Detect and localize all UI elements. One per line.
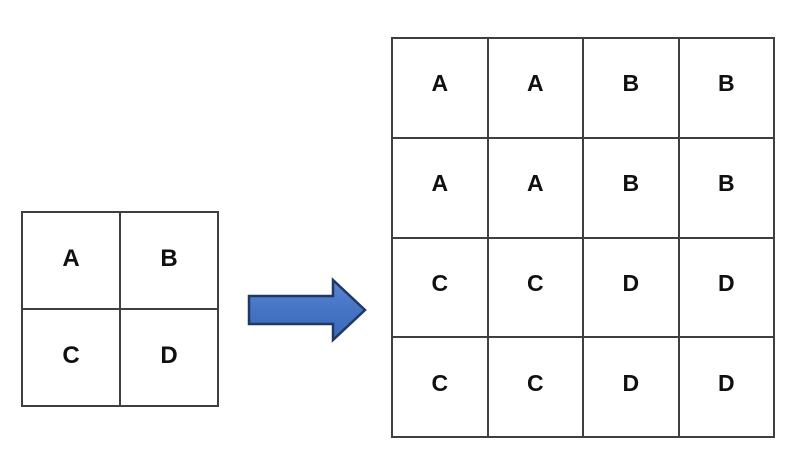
result-cell-r1c3: B <box>679 138 775 239</box>
arrow-shape <box>247 277 367 343</box>
source-cell-r1c0: C <box>23 310 121 407</box>
source-cell-label: C <box>62 341 80 369</box>
arrow-svg <box>247 277 367 343</box>
result-cell-label: B <box>717 170 735 197</box>
result-cell-label: D <box>717 369 735 396</box>
source-cell-r0c0: A <box>23 213 121 310</box>
result-cell-r1c1: A <box>488 138 584 239</box>
result-cell-r3c3: D <box>679 338 775 438</box>
result-cell-r2c0: C <box>393 238 489 339</box>
source-cell-r0c1: B <box>121 213 219 310</box>
result-cell-r3c1: C <box>488 338 584 438</box>
result-cell-label: C <box>431 369 449 396</box>
result-grid: A A B B A A B B C C D <box>391 37 775 438</box>
right-block-arrow-icon <box>246 276 368 344</box>
result-cell-label: A <box>526 170 544 197</box>
source-cell-label: D <box>160 341 178 369</box>
result-cell-label: A <box>431 170 449 197</box>
result-cell-label: D <box>717 269 735 296</box>
source-cell-r1c1: D <box>121 310 219 407</box>
result-cell-r2c1: C <box>488 238 584 339</box>
result-cell-label: B <box>622 70 640 97</box>
result-cell-r0c3: B <box>679 39 775 139</box>
result-cell-r0c0: A <box>393 39 489 139</box>
result-cell-label: A <box>526 70 544 97</box>
source-cell-label: A <box>62 244 80 272</box>
result-cell-r2c3: D <box>679 238 775 339</box>
result-cell-label: C <box>431 269 449 296</box>
result-cell-label: D <box>622 269 640 296</box>
result-cell-r3c2: D <box>584 338 680 438</box>
result-cell-label: C <box>526 369 544 396</box>
source-grid: A B C D <box>21 211 219 407</box>
result-cell-label: C <box>526 269 544 296</box>
result-cell-label: B <box>622 170 640 197</box>
result-cell-r0c2: B <box>584 39 680 139</box>
result-cell-label: B <box>717 70 735 97</box>
result-cell-r0c1: A <box>488 39 584 139</box>
result-cell-r1c2: B <box>584 138 680 239</box>
result-cell-label: D <box>622 369 640 396</box>
result-cell-r2c2: D <box>584 238 680 339</box>
result-cell-r1c0: A <box>393 138 489 239</box>
source-cell-label: B <box>160 244 178 272</box>
result-cell-label: A <box>431 70 449 97</box>
result-cell-r3c0: C <box>393 338 489 438</box>
